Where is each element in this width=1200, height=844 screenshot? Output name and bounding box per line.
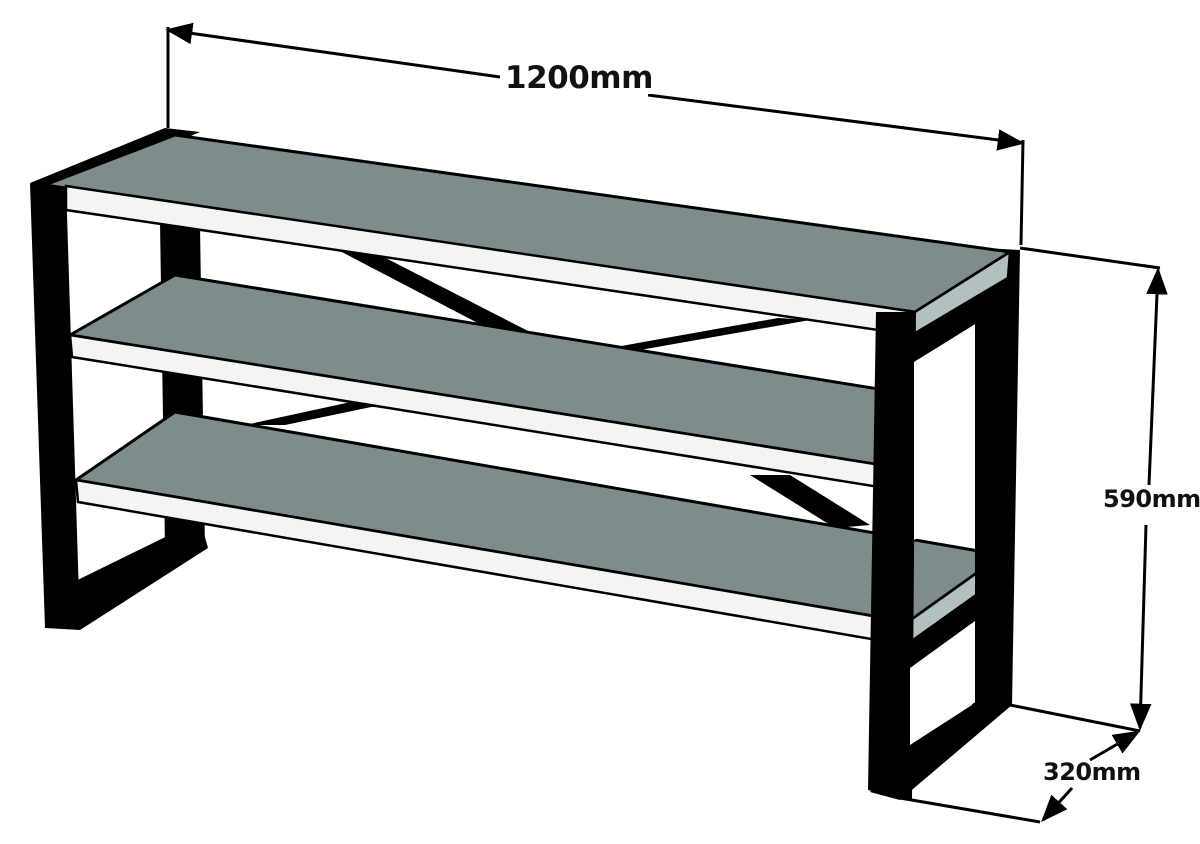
width-dimension-label: 1200mm: [502, 63, 656, 94]
dimension-height: [1009, 246, 1168, 733]
depth-dimension-label: 320mm: [1043, 758, 1141, 786]
height-dimension-label: 590mm: [1103, 485, 1200, 513]
dimension-width: [165, 22, 1025, 246]
x-brace: [245, 250, 870, 528]
right-end-frame: [868, 278, 1014, 800]
top-shelf: [43, 133, 1012, 338]
dimension-depth: [899, 730, 1141, 824]
